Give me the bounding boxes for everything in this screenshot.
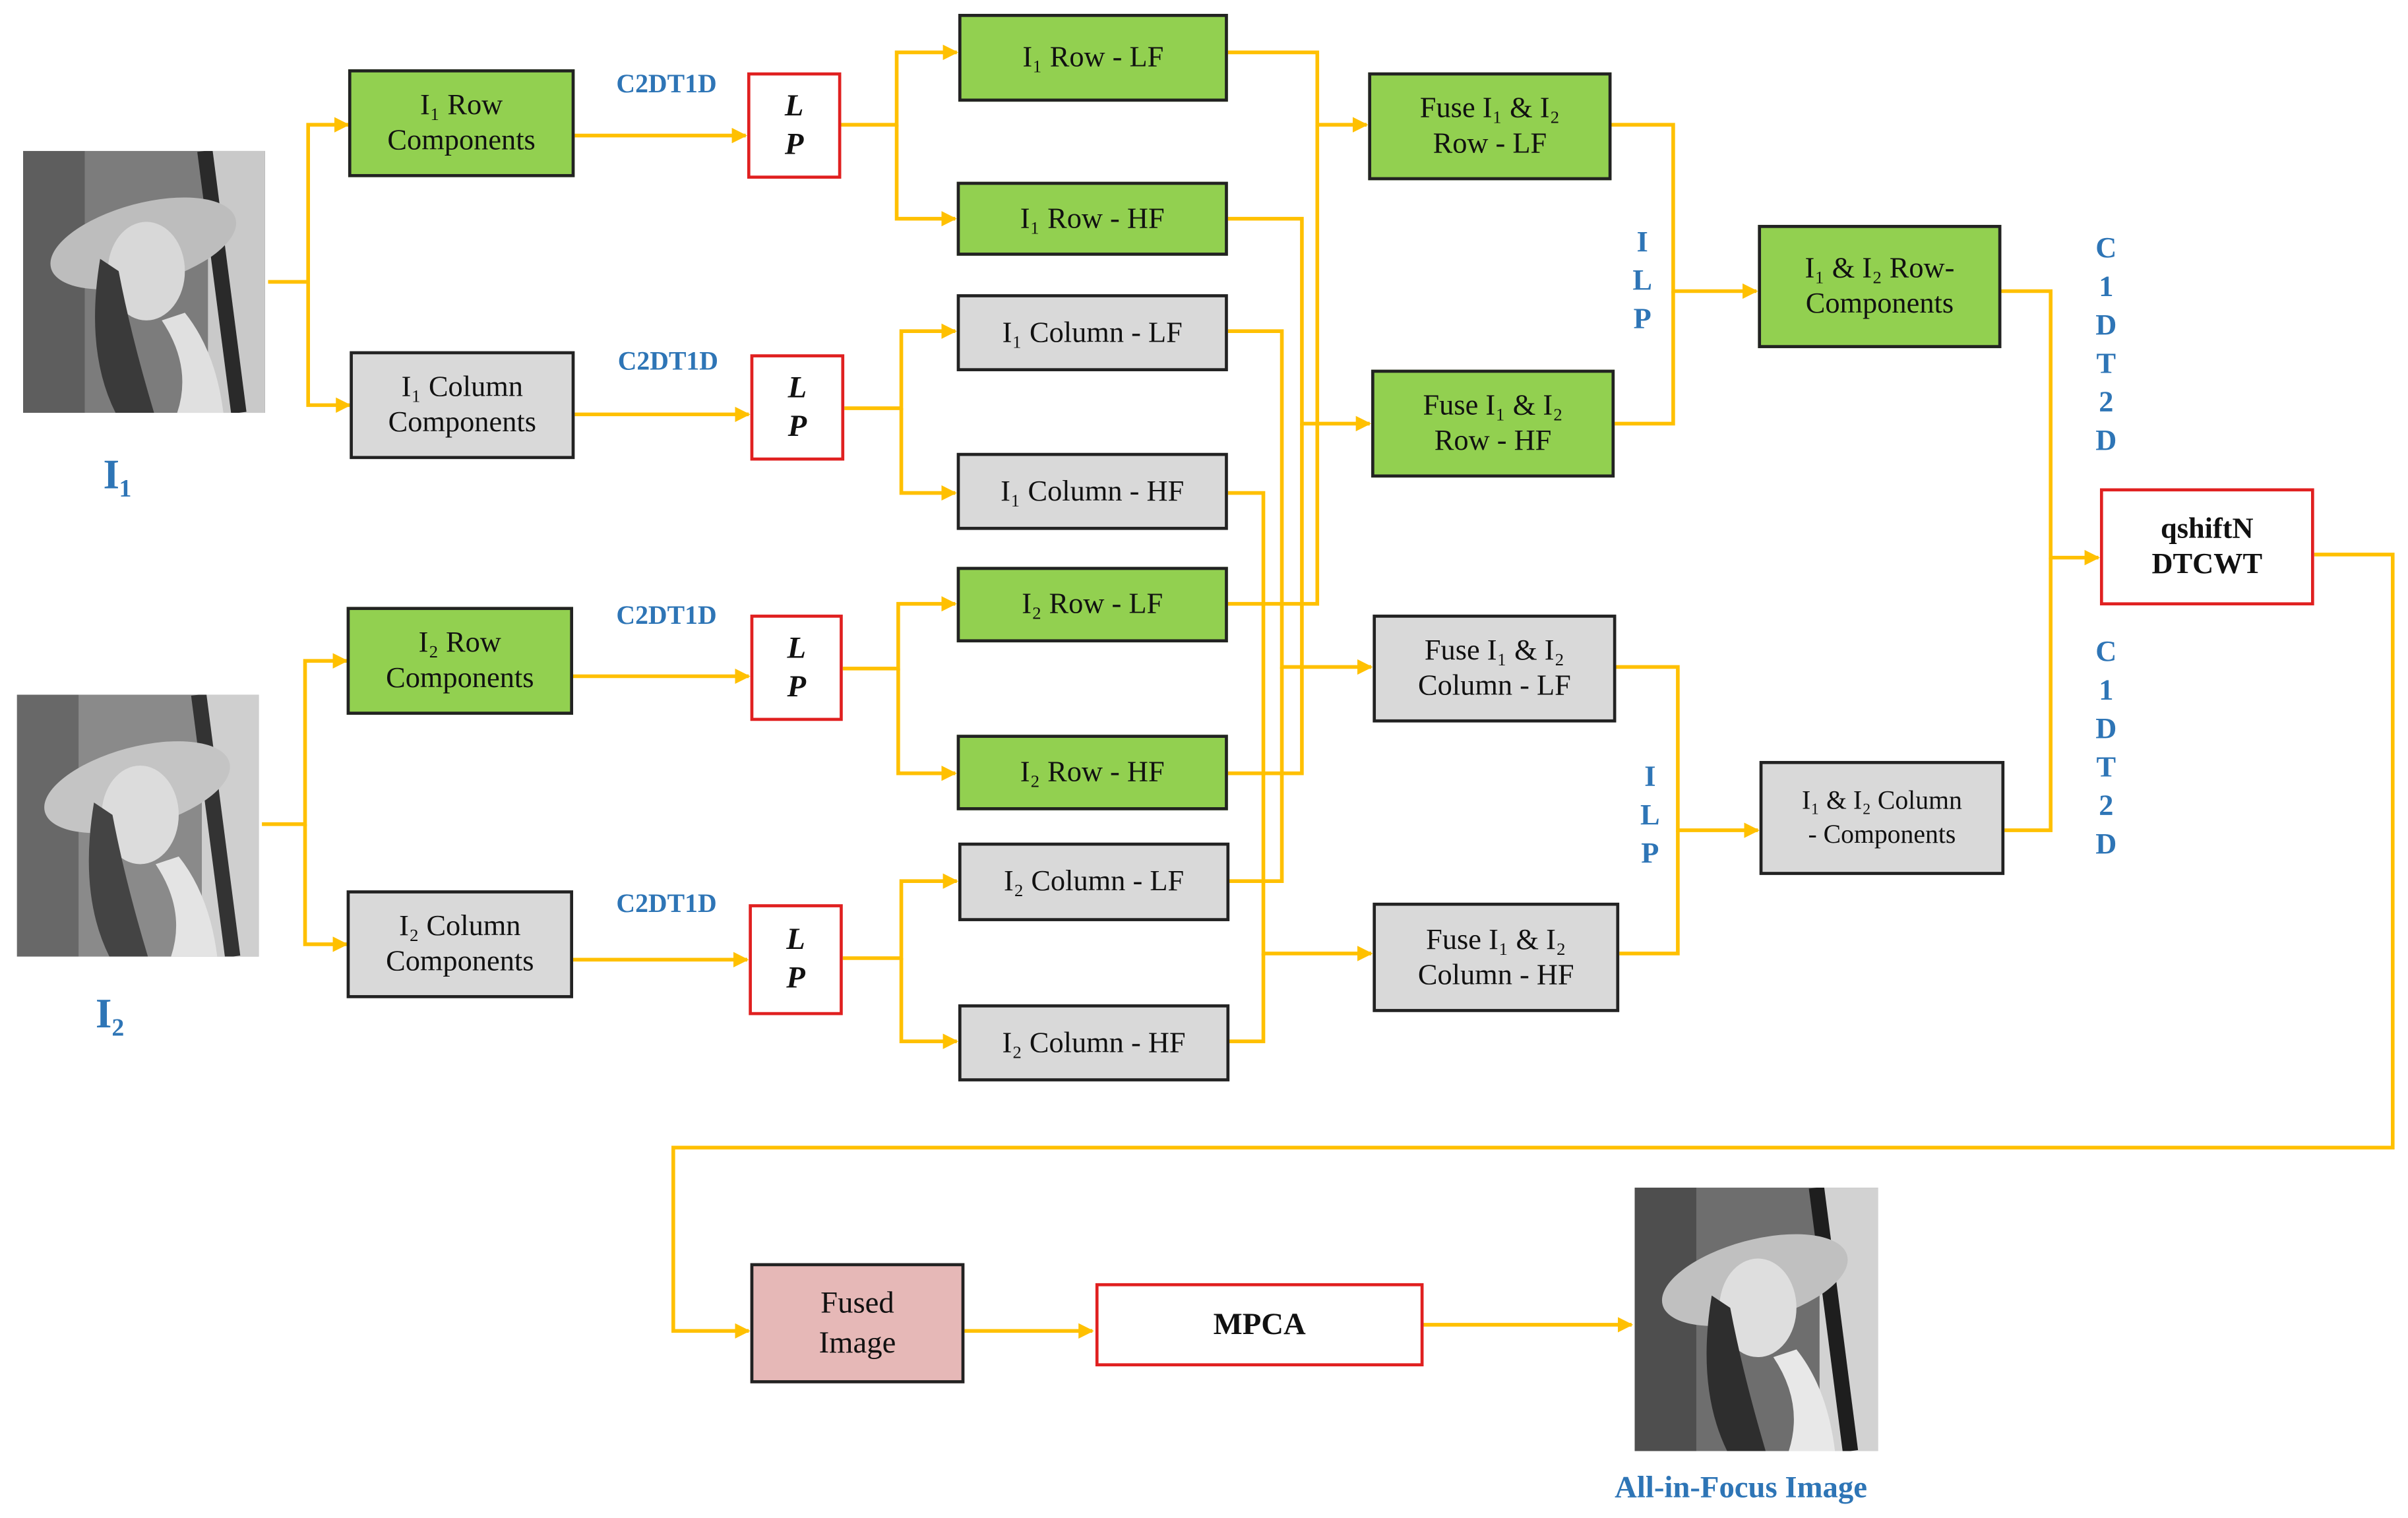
lp-block-4: L P bbox=[749, 904, 843, 1016]
combined-row-components: I₁ & I₂ Row- Components bbox=[1758, 225, 2002, 348]
mpca-block: MPCA bbox=[1095, 1283, 1424, 1367]
input-image-1 bbox=[23, 150, 265, 413]
fused-image-block: Fused Image bbox=[750, 1263, 965, 1383]
lp-block-2: L P bbox=[750, 354, 845, 461]
i2-row-components: I₂ Row Components bbox=[346, 607, 573, 715]
output-image bbox=[1634, 1188, 1878, 1451]
c1dt2d-label-top: C 1 D T 2 D bbox=[2095, 232, 2117, 458]
combined-column-components: I₁ & I₂ Column - Components bbox=[1759, 760, 2005, 875]
c1dt2d-label-bottom: C 1 D T 2 D bbox=[2095, 636, 2117, 861]
i1-row-components: I₁ Row Components bbox=[348, 69, 575, 177]
qshiftn-dtcwt-block: qshiftN DTCWT bbox=[2099, 488, 2314, 606]
i1-column-hf: I₁ Column - HF bbox=[956, 452, 1228, 530]
i2-column-lf: I₂ Column - LF bbox=[958, 842, 1230, 921]
c2dt1d-label-2: C2DT1D bbox=[617, 346, 718, 376]
output-label: All-in-Focus Image bbox=[1615, 1471, 1867, 1505]
input-label-1: I₁ bbox=[103, 451, 132, 498]
i1-column-components: I₁ Column Components bbox=[350, 351, 575, 460]
fuse-row-hf: Fuse I₁ & I₂ Row - HF bbox=[1371, 369, 1615, 478]
fuse-column-lf: Fuse I₁ & I₂ Column - LF bbox=[1373, 615, 1617, 723]
c2dt1d-label-3: C2DT1D bbox=[616, 601, 717, 630]
lp-block-3: L P bbox=[750, 615, 843, 721]
c2dt1d-label-1: C2DT1D bbox=[616, 69, 717, 99]
ilp-label-row: I L P bbox=[1632, 226, 1652, 336]
input-image-2 bbox=[16, 694, 259, 957]
i2-row-hf: I₂ Row - HF bbox=[956, 735, 1228, 810]
fuse-row-lf: Fuse I₁ & I₂ Row - LF bbox=[1368, 72, 1612, 181]
fuse-column-hf: Fuse I₁ & I₂ Column - HF bbox=[1373, 902, 1620, 1012]
i1-row-lf: I₁ Row - LF bbox=[958, 14, 1228, 102]
ilp-label-column: I L P bbox=[1640, 760, 1660, 870]
i1-column-lf: I₁ Column - LF bbox=[956, 294, 1228, 371]
input-label-2: I₂ bbox=[95, 990, 125, 1037]
i2-column-hf: I₂ Column - HF bbox=[958, 1004, 1230, 1081]
i1-row-hf: I₁ Row - HF bbox=[956, 181, 1228, 256]
i2-row-lf: I₂ Row - LF bbox=[956, 566, 1228, 643]
lp-block-1: L P bbox=[747, 72, 842, 179]
i2-column-components: I₂ Column Components bbox=[346, 890, 573, 998]
c2dt1d-label-4: C2DT1D bbox=[616, 888, 717, 919]
